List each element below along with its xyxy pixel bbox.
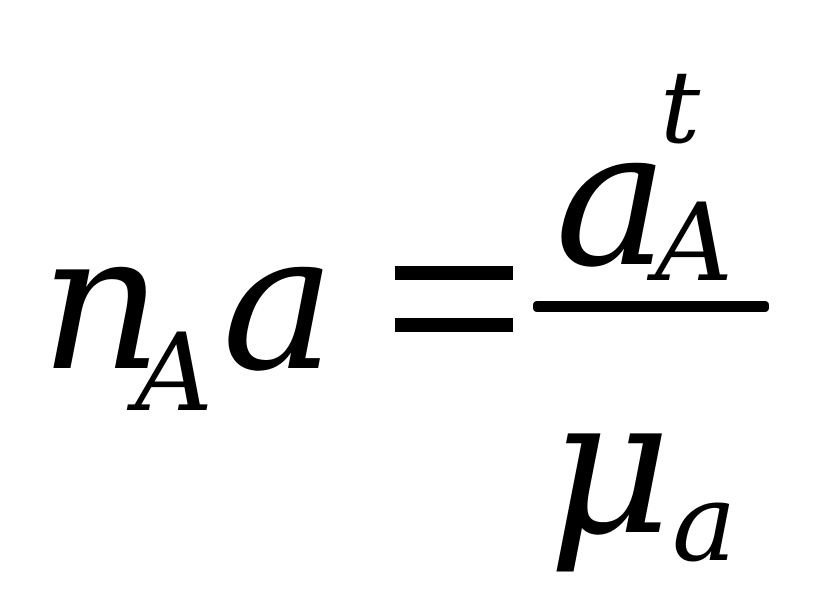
denominator-subscript: a [672, 461, 737, 586]
equals-sign-bottom-bar [395, 318, 513, 332]
denominator-base: μ [548, 356, 672, 577]
numerator-base: a [555, 88, 669, 309]
equals-sign-top-bar [395, 266, 513, 280]
numerator-subscript: A [655, 181, 733, 306]
lhs-a-symbol: a [222, 192, 336, 413]
numerator-superscript: t [660, 49, 701, 166]
lhs-n-subscript: A [135, 311, 213, 436]
fraction-bar [533, 301, 769, 312]
lhs-n-symbol: n [40, 192, 163, 413]
